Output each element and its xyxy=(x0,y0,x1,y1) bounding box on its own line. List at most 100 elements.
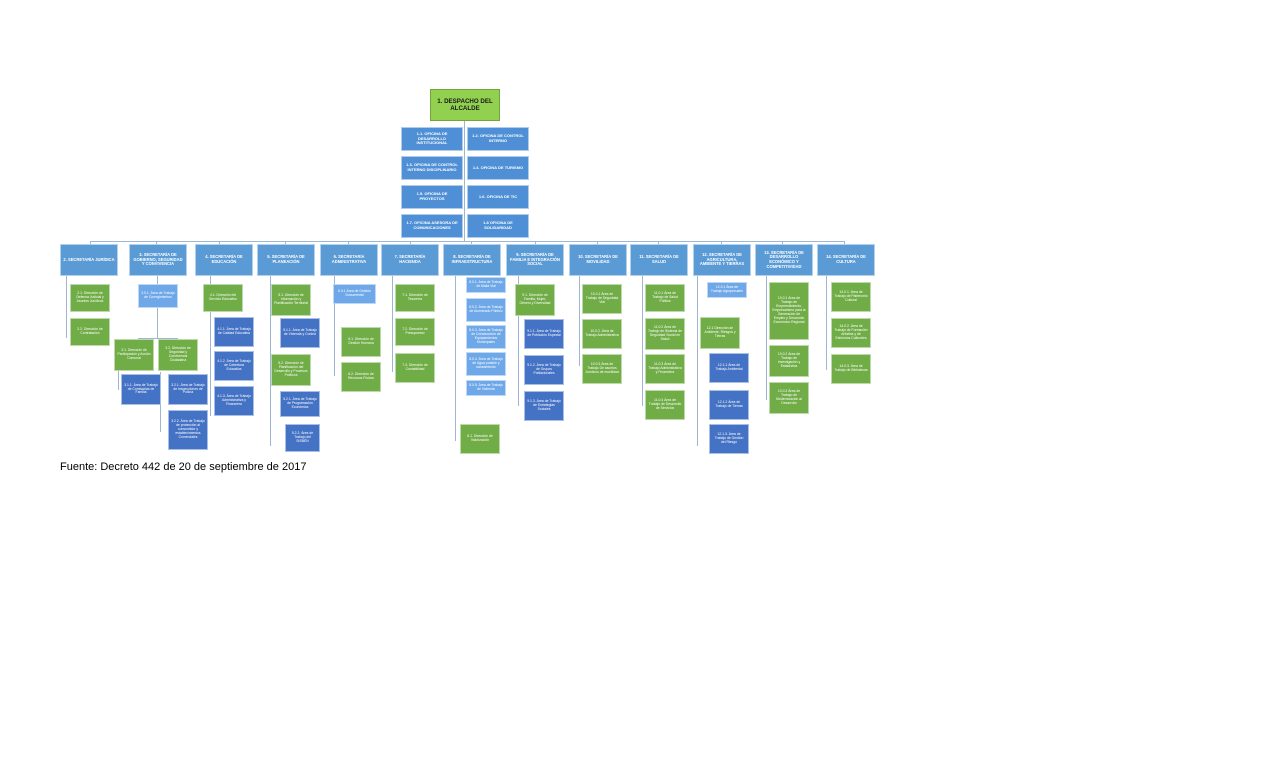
connector xyxy=(219,241,220,245)
connector xyxy=(138,338,178,339)
direccion-node: 10.0.3 Área de Trabajo De asuntos Jurídi… xyxy=(582,354,622,384)
secretaria-node: 10. SECRETARÍA DE MOVILIDAD xyxy=(569,244,627,276)
secretaria-node: 7. SECRETARÍA HACIENDA xyxy=(381,244,439,276)
connector xyxy=(658,241,659,245)
area-node: 4.1.1. Área de Trabajo de Calidad Educat… xyxy=(214,317,254,347)
connector xyxy=(766,276,767,400)
secretaria-node: 11. SECRETARÍA DE SALUD xyxy=(630,244,688,276)
direccion-node: 2.1. Dirección de Defensa Judicial y Asu… xyxy=(70,284,110,312)
connector xyxy=(642,276,643,406)
direccion-node: 4.1. Dirección del Servicio Educativo xyxy=(203,284,243,312)
direccion-node: 5.1. Dirección de Información y Planific… xyxy=(271,284,311,316)
despacho-alcalde-node: 1. DESPACHO DEL ALCALDE xyxy=(430,89,500,121)
connector xyxy=(455,276,456,441)
area-node: 5.2.1. Área de Trabajo de Programación E… xyxy=(280,391,320,417)
connector xyxy=(844,241,845,245)
connector xyxy=(579,276,580,366)
connector xyxy=(210,276,211,416)
connector xyxy=(348,241,349,245)
area-node: 4.1.3. Área de Trabajo Administrativa y … xyxy=(214,386,254,416)
direccion-node: 7.1. Dirección de Tesorería xyxy=(395,284,435,312)
office-node: 1.6. OFICINA DE TIC xyxy=(467,185,529,209)
area-node: 8.0.2. Área de Trabajo de Alumbrado Públ… xyxy=(466,298,506,322)
direccion-node: 13.0.3 Área de Trabajo de Modernización … xyxy=(769,382,809,414)
direccion-node: 9.1. Dirección de Familia, Mujer, Género… xyxy=(515,284,555,316)
connector xyxy=(826,276,827,370)
office-node: 1.1. OFICINA DE DESARROLLO INSTITUCIONAL xyxy=(401,127,463,151)
connector xyxy=(782,241,783,245)
area-node: 9.1.2. Área de Trabajo de Grupos Poblaci… xyxy=(524,355,564,385)
secretaria-node: 14. SECRETARÍA DE CULTURA xyxy=(817,244,875,276)
connector xyxy=(334,276,335,376)
direccion-node: 7.3. Dirección de Contabilidad xyxy=(395,353,435,383)
office-node: 1.4. OFICINA DE TURISMO xyxy=(467,156,529,180)
area-node: 6.0.1 Área de Gestión Documental xyxy=(333,284,376,304)
area-node: 12.1.2 Área de Trabajo de Tierras xyxy=(709,390,749,420)
direccion-node: 11.0.4 Área de Trabajo de Desarrollo de … xyxy=(645,390,685,420)
direccion-node: 13.0.2 Área de Trabajo de Investigación … xyxy=(769,345,809,377)
area-node: 8.0.1. Área de Trabajo de Malla Vial xyxy=(466,277,506,293)
office-node: 1.8 OFICINA DE SOLIDARIDAD xyxy=(467,214,529,238)
secretaria-node: 5. SECRETARÍA DE PLANEACIÓN xyxy=(257,244,315,276)
office-node: 1.5. OFICINA DE PROYECTOS xyxy=(401,185,463,209)
direccion-node: 7.2. Dirección de Presupuesto xyxy=(395,318,435,346)
secretaria-node: 4. SECRETARÍA DE EDUCACIÓN xyxy=(195,244,253,276)
direccion-node: 2.2. Dirección de Contratación xyxy=(70,318,110,346)
area-node: 8.0.3. Área de Trabajo de Construcción d… xyxy=(466,325,506,349)
direccion-node: 3.2. Dirección de Seguridad y Convivenci… xyxy=(158,339,198,371)
connector xyxy=(535,241,536,245)
direccion-node: 12.1 Dirección de Ambiente, Riesgos y Ti… xyxy=(700,317,740,349)
connector xyxy=(697,276,698,446)
area-node: 4.1.2. Área de Trabajo de Cobertura Educ… xyxy=(214,351,254,381)
direccion-node: 11.0.3 Área de Trabajo Administrativa y … xyxy=(645,354,685,384)
secretaria-node: 3. SECRETARÍA DE GOBIERNO, SEGURIDAD Y C… xyxy=(129,244,187,276)
area-node: 5.1.1. Área de Trabajo de Vivienda y Con… xyxy=(280,318,320,348)
secretaria-node: 12. SECRETARÍA DE AGRICULTURA, AMBIENTE … xyxy=(693,244,751,276)
connector xyxy=(285,241,286,245)
office-node: 1.7. OFICINA ASESORA DE COMUNICACIONES xyxy=(401,214,463,238)
secretaria-node: 13. SECRETARÍA DE DESARROLLO ECONÓMICO Y… xyxy=(755,244,813,276)
direccion-node: 14.0.2. Área de Trabajo de Formación Art… xyxy=(831,318,871,348)
connector xyxy=(597,241,598,245)
area-node: 3.1.1. Área de Trabajo de Comisarías de … xyxy=(121,374,161,405)
direccion-node: 6.1. Dirección de Gestión Humana xyxy=(341,327,381,357)
area-node: 12.1.3. Área de Trabajo de Gestión del R… xyxy=(709,424,749,454)
direccion-node: 10.0.2. Área de Trabajo Administrativa xyxy=(582,319,622,349)
area-node: 3.0.1. Área de Trabajo de Corregimientos xyxy=(138,284,178,308)
direccion-node: 13.0.1 Área de Trabajo de Emprendimiento… xyxy=(769,282,809,340)
direccion-node: 11.0.2 Área de Trabajo de Sistema de Seg… xyxy=(645,318,685,350)
secretaria-node: 6. SECRETARÍA ADMINISTRATIVA xyxy=(320,244,378,276)
connector xyxy=(410,241,411,245)
direccion-node: 5.2. Dirección de Planificación del Desa… xyxy=(271,354,311,386)
area-node: 3.2.2. Área de Trabajo de protección al … xyxy=(168,410,208,450)
connector xyxy=(392,276,393,372)
office-node: 1.3. OFICINA DE CONTROL INTERNO DISCIPLI… xyxy=(401,156,463,180)
direccion-node: 8.1. Dirección de Valorización xyxy=(460,424,500,454)
connector xyxy=(270,276,271,446)
source-caption: Fuente: Decreto 442 de 20 de septiembre … xyxy=(60,461,307,473)
area-node: 9.1.3. Área de Trabajo de Estrategias So… xyxy=(524,391,564,421)
area-node: 12.1.1 Área de Trabajo Ambiental xyxy=(709,353,749,383)
direccion-node: 6.2. Dirección de Recursos Físicos xyxy=(341,362,381,392)
connector xyxy=(90,241,844,242)
office-node: 1.2. OFICINA DE CONTROL INTERNO xyxy=(467,127,529,151)
area-node: 8.0.4. Área de Trabajo de Agua potable y… xyxy=(466,352,506,376)
secretaria-node: 2. SECRETARÍA JURÍDICA xyxy=(60,244,118,276)
connector xyxy=(90,241,91,245)
connector xyxy=(721,241,722,245)
secretaria-node: 9. SECRETARÍA DE FAMILIA E INTEGRACIÓN S… xyxy=(506,244,564,276)
connector xyxy=(66,276,67,338)
area-node: 9.1.1. Área de Trabajo de Población Espe… xyxy=(524,319,564,349)
area-node: 3.2.1. Área de Trabajo de Inspecciones d… xyxy=(168,374,208,405)
connector xyxy=(464,121,465,242)
direccion-node: 3.1. Dirección de Participación y Acción… xyxy=(114,339,154,371)
direccion-node: 14.0.3. Área de Trabajo de Bibliotecas xyxy=(831,354,871,384)
area-node: 5.2.2. Área de Trabajo del SISBÉN xyxy=(285,424,320,452)
connector xyxy=(156,241,157,245)
connector xyxy=(471,241,472,245)
connector xyxy=(518,276,519,406)
secretaria-node: 8. SECRETARÍA DE INFRAESTRUCTURA xyxy=(443,244,501,276)
area-node: 12.0.1 Área de Trabajo Agropecuario xyxy=(707,282,747,298)
direccion-node: 10.0.1 Área de Trabajo de Seguridad Vial xyxy=(582,284,622,314)
